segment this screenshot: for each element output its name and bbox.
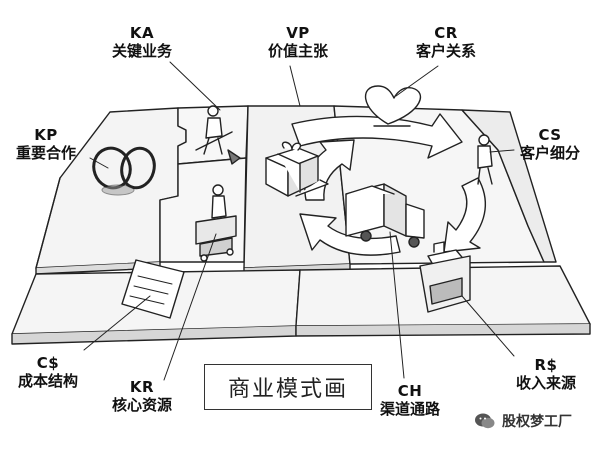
document-icon bbox=[121, 259, 185, 319]
rev-code: R$ bbox=[534, 356, 558, 374]
kr-label: KR 核心资源 bbox=[112, 378, 172, 414]
cr-name: 客户关系 bbox=[416, 42, 477, 60]
ch-name: 渠道通路 bbox=[380, 400, 441, 418]
cost-code: C$ bbox=[36, 354, 60, 372]
customer-icon bbox=[477, 134, 493, 185]
vp-label: VP 价值主张 bbox=[268, 24, 328, 60]
vp-name: 价值主张 bbox=[268, 42, 329, 60]
kp-name: 重要合作 bbox=[16, 144, 77, 162]
watermark: 股权梦工厂 bbox=[474, 410, 572, 432]
cash-register-icon bbox=[419, 241, 471, 313]
resource-worker-icon bbox=[195, 184, 237, 262]
cr-code: CR bbox=[434, 24, 458, 42]
vp-code: VP bbox=[286, 24, 310, 42]
kp-label: KP 重要合作 bbox=[16, 126, 76, 162]
cycle-arrows bbox=[291, 113, 487, 256]
cost-name: 成本结构 bbox=[18, 372, 79, 390]
canvas-title: 商业模式画 bbox=[204, 364, 372, 410]
cs-panel bbox=[461, 109, 557, 263]
rev-name: 收入来源 bbox=[516, 374, 577, 392]
leader-lines bbox=[83, 61, 515, 381]
cs-name: 客户细分 bbox=[520, 144, 581, 162]
ka-code: KA bbox=[129, 24, 155, 42]
truck-icon bbox=[345, 183, 425, 248]
ch-label: CH 渠道通路 bbox=[380, 382, 440, 418]
ka-name: 关键业务 bbox=[112, 42, 173, 60]
cost-label: C$ 成本结构 bbox=[18, 354, 78, 390]
wechat-icon bbox=[475, 413, 495, 429]
cs-label: CS 客户细分 bbox=[520, 126, 580, 162]
heart-icon bbox=[364, 85, 422, 125]
ch-code: CH bbox=[397, 382, 423, 400]
rings-icon bbox=[92, 146, 156, 196]
gift-icon bbox=[265, 141, 329, 197]
rev-label: R$ 收入来源 bbox=[516, 356, 576, 392]
ka-label: KA 关键业务 bbox=[112, 24, 172, 60]
kp-code: KP bbox=[34, 126, 58, 144]
cs-code: CS bbox=[538, 126, 562, 144]
worker-icon bbox=[195, 105, 241, 165]
cr-label: CR 客户关系 bbox=[416, 24, 476, 60]
kr-name: 核心资源 bbox=[112, 396, 173, 414]
kr-code: KR bbox=[129, 378, 155, 396]
watermark-text: 股权梦工厂 bbox=[502, 414, 572, 430]
